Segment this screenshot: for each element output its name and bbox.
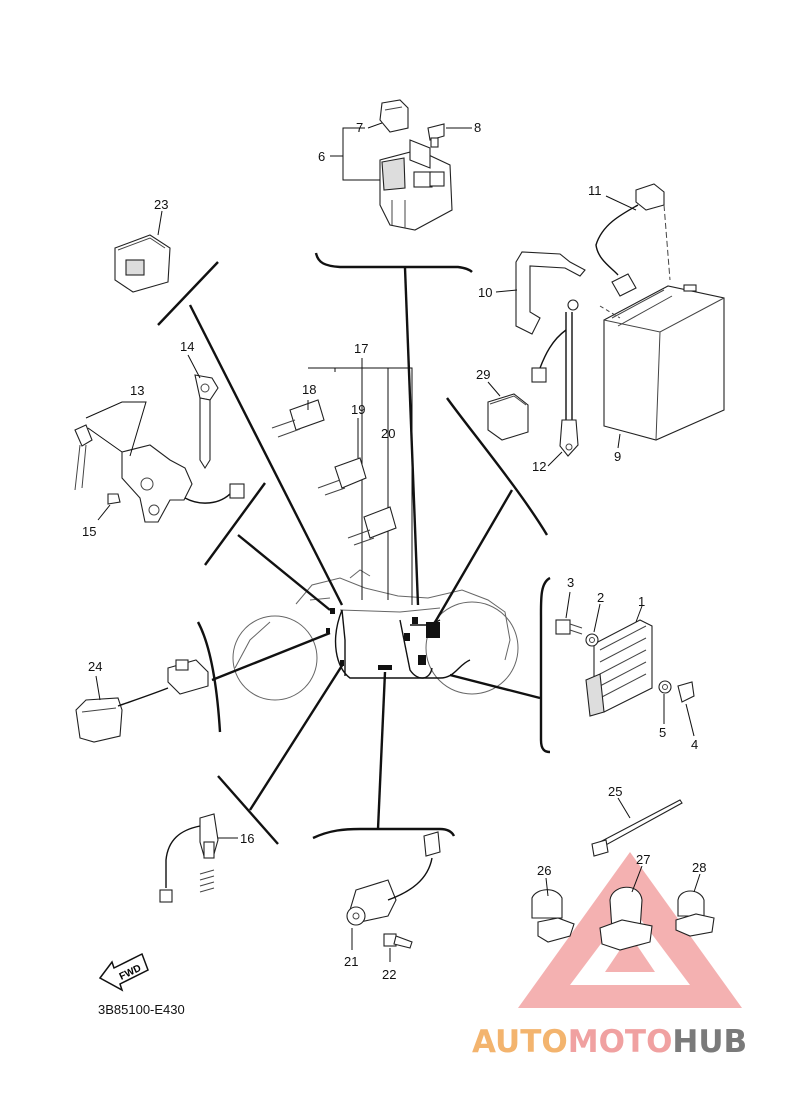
- bolt-22: [383, 933, 413, 962]
- callout-27: 27: [636, 852, 650, 867]
- callout-14: 14: [180, 339, 194, 354]
- callout-6: 6: [318, 149, 325, 164]
- callout-25: 25: [608, 784, 622, 799]
- callout-23: 23: [154, 197, 168, 212]
- fuse-18: [271, 399, 325, 438]
- callout-13: 13: [130, 383, 144, 398]
- switch-16: [159, 813, 238, 903]
- callout-22: 22: [382, 967, 396, 982]
- cable-tie-25: [591, 797, 683, 857]
- callout-5: 5: [659, 725, 666, 740]
- washer-5: [658, 680, 672, 724]
- battery-band-10: [495, 251, 586, 335]
- callouts: 1 2 3 4 5 6 7 8 9 10 11 12 13 14 15 16 1…: [82, 120, 706, 982]
- motorcycle-outline: [232, 569, 519, 701]
- sensor-24: [75, 659, 209, 743]
- callout-10: 10: [478, 285, 492, 300]
- callout-9: 9: [614, 449, 621, 464]
- fwd-arrow-icon: FWD: [98, 952, 149, 992]
- relay-23: [114, 210, 171, 293]
- leaders-6-8: [330, 122, 472, 181]
- watermark-part2: MOTO: [568, 1024, 673, 1060]
- callout-4: 4: [691, 737, 698, 752]
- relay-29: [487, 381, 529, 441]
- callout-1: 1: [638, 594, 645, 609]
- reference-code: 3B85100-E430: [98, 1002, 185, 1017]
- watermark-part1: AUTO: [472, 1024, 568, 1060]
- lead-12: [531, 299, 579, 467]
- sensor-21: [346, 831, 441, 950]
- callout-20: 20: [381, 426, 395, 441]
- callout-26: 26: [537, 863, 551, 878]
- callout-21: 21: [344, 954, 358, 969]
- clamp-26: [531, 877, 575, 943]
- callout-18: 18: [302, 382, 316, 397]
- fuse-19: [317, 418, 367, 496]
- main-switch: [74, 354, 245, 523]
- starter-relay: [379, 99, 453, 231]
- callout-28: 28: [692, 860, 706, 875]
- battery: [603, 284, 725, 449]
- callout-8: 8: [474, 120, 481, 135]
- clamp-28: [675, 873, 715, 937]
- watermark-part3: HUB: [672, 1024, 747, 1060]
- callout-7: 7: [356, 120, 363, 135]
- clamp-27: [599, 865, 653, 951]
- callout-2: 2: [597, 590, 604, 605]
- callout-19: 19: [351, 402, 365, 417]
- callout-15: 15: [82, 524, 96, 539]
- callout-17: 17: [354, 341, 368, 356]
- callout-11: 11: [588, 183, 602, 198]
- lead-11: [595, 183, 671, 319]
- washer-2: [585, 603, 601, 647]
- callout-16: 16: [240, 831, 254, 846]
- callout-29: 29: [476, 367, 490, 382]
- callout-24: 24: [88, 659, 102, 674]
- rectifier: [585, 605, 653, 717]
- bolt-3: [555, 591, 583, 635]
- callout-3: 3: [567, 575, 574, 590]
- fuse-20: [347, 442, 397, 546]
- callout-12: 12: [532, 459, 546, 474]
- nut-4: [677, 681, 695, 737]
- watermark-text: AUTOMOTOHUB: [472, 1024, 747, 1060]
